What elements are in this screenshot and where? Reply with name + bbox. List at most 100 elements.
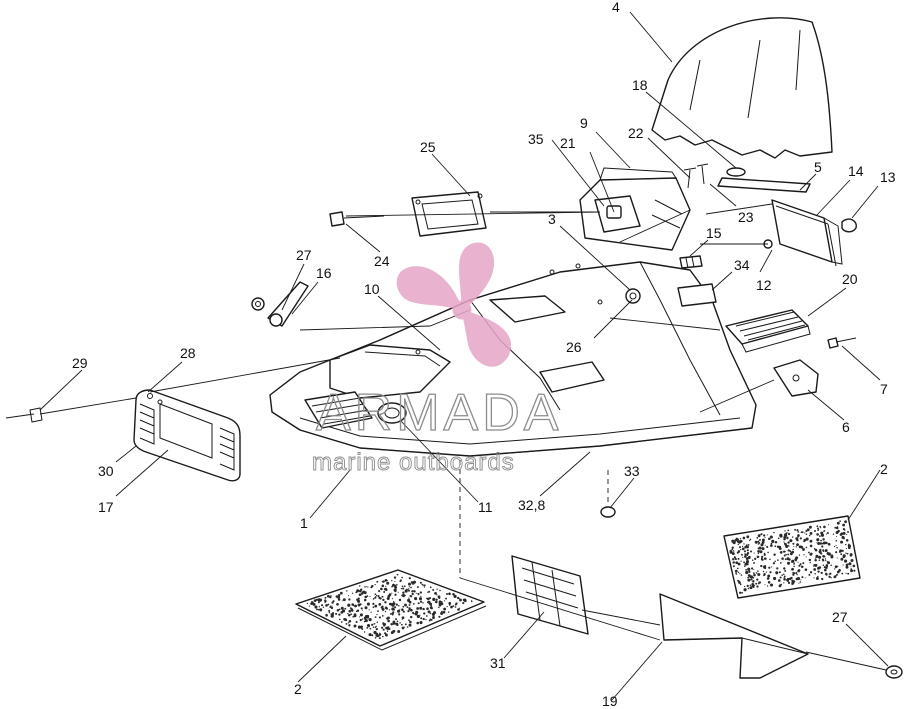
callout-35: 35 xyxy=(528,131,544,147)
pad-texture-speck xyxy=(789,539,793,543)
hood-body xyxy=(269,261,757,457)
watermark-subtitle: marine outboards xyxy=(312,449,515,476)
pad-texture-speck xyxy=(767,574,771,578)
pad-texture-speck xyxy=(389,613,392,615)
pad-texture-speck xyxy=(441,610,443,613)
pad-texture-speck xyxy=(786,536,789,540)
pad-texture-speck xyxy=(398,598,402,602)
pad-texture-speck xyxy=(751,582,755,586)
pad-texture-speck xyxy=(773,531,775,534)
pad-texture-speck xyxy=(766,585,769,587)
pad-texture-speck xyxy=(803,547,805,550)
pad-texture-speck xyxy=(757,570,759,572)
pad-texture-speck xyxy=(378,637,381,640)
pad-texture-speck xyxy=(853,569,856,572)
callout-labels: 4 18 9 22 35 21 25 5 14 13 23 3 15 27 24… xyxy=(72,0,896,709)
pad-texture-speck xyxy=(378,616,381,619)
pad-texture-speck xyxy=(823,525,826,529)
pad-texture-speck xyxy=(818,550,822,554)
pad-texture-speck xyxy=(355,620,358,624)
pad-texture-speck xyxy=(845,563,849,567)
pad-texture-speck xyxy=(435,600,438,604)
pad-texture-speck xyxy=(377,595,380,598)
pad-texture-speck xyxy=(783,567,786,570)
pad-texture-speck xyxy=(845,539,849,542)
pad-texture-speck xyxy=(798,554,801,556)
pad-texture-speck xyxy=(319,608,323,612)
pad-texture-speck xyxy=(409,615,413,619)
pad-texture-speck xyxy=(364,606,368,610)
pad-texture-speck xyxy=(757,582,760,585)
pad-texture-speck xyxy=(769,558,771,561)
pad-texture-speck xyxy=(827,561,830,565)
pad-texture-speck xyxy=(376,614,378,616)
pad-texture-speck xyxy=(360,607,363,610)
grommet xyxy=(726,167,746,177)
pad-texture-speck xyxy=(416,607,419,610)
pad-texture-speck xyxy=(795,572,798,574)
pad-texture-speck xyxy=(353,614,357,618)
pad-texture-speck xyxy=(408,619,410,622)
pad-texture-speck xyxy=(835,545,837,547)
pad-texture-speck xyxy=(755,557,757,559)
pad-texture-speck xyxy=(408,577,411,580)
pad-texture-speck xyxy=(426,607,429,610)
pad-texture-speck xyxy=(436,588,438,590)
pad-texture-speck xyxy=(442,610,446,614)
pad-texture-speck xyxy=(358,593,362,597)
pad-texture-speck xyxy=(809,571,813,574)
pad-texture-speck xyxy=(416,614,420,618)
pad-texture-speck xyxy=(749,584,752,586)
pad-texture-speck xyxy=(795,537,799,541)
pad-texture-speck xyxy=(844,559,848,563)
pad-texture-speck xyxy=(415,592,417,594)
pad-texture-speck xyxy=(840,553,843,556)
pad-texture-speck xyxy=(771,566,773,568)
pad-texture-speck xyxy=(732,550,735,552)
pad-texture-speck xyxy=(813,577,815,579)
pad-texture-speck xyxy=(739,573,741,575)
callout-33: 33 xyxy=(624,463,640,479)
pad-texture-speck xyxy=(438,600,442,603)
pad-texture-speck xyxy=(394,593,397,596)
pad-texture-speck xyxy=(386,581,390,585)
pad-texture-speck xyxy=(751,559,754,561)
pad-texture-speck xyxy=(839,520,841,522)
pad-texture-speck xyxy=(846,534,848,536)
pad-texture-speck xyxy=(368,633,372,637)
callout-29: 29 xyxy=(72,355,88,371)
pad-texture-speck xyxy=(308,605,310,607)
grommet-27 xyxy=(885,665,903,679)
pad-texture-speck xyxy=(787,532,791,536)
pad-texture-speck xyxy=(842,523,846,527)
pad-texture-speck xyxy=(808,534,811,537)
pad-texture-speck xyxy=(768,537,771,541)
pad-texture-speck xyxy=(799,563,802,566)
armada-watermark: ARMADA marine outboards xyxy=(312,242,559,476)
deflector-panel xyxy=(659,593,809,679)
pad-texture-speck xyxy=(845,565,849,569)
pad-texture-speck xyxy=(392,583,395,587)
hinge-bracket xyxy=(773,359,819,397)
pad-texture-speck xyxy=(793,545,795,548)
pad-texture-speck xyxy=(364,619,368,623)
pad-texture-speck xyxy=(768,566,771,569)
pad-texture-speck xyxy=(328,612,331,614)
pad-texture-speck xyxy=(395,622,399,626)
pad-texture-speck xyxy=(429,597,432,599)
pad-texture-speck xyxy=(342,598,346,602)
pad-texture-speck xyxy=(388,593,392,596)
pad-texture-speck xyxy=(757,572,761,577)
pad-texture-speck xyxy=(830,577,832,579)
pad-texture-speck xyxy=(376,634,380,638)
pad-texture-speck xyxy=(375,627,378,631)
pad-texture-speck xyxy=(318,598,320,600)
insulation-pad-bottom xyxy=(295,569,487,651)
pad-texture-speck xyxy=(833,545,836,548)
pad-texture-speck xyxy=(762,570,765,573)
pad-texture-speck xyxy=(348,624,351,627)
pad-texture-speck xyxy=(740,560,742,562)
pad-texture-speck xyxy=(310,601,314,605)
callout-14: 14 xyxy=(848,163,864,179)
